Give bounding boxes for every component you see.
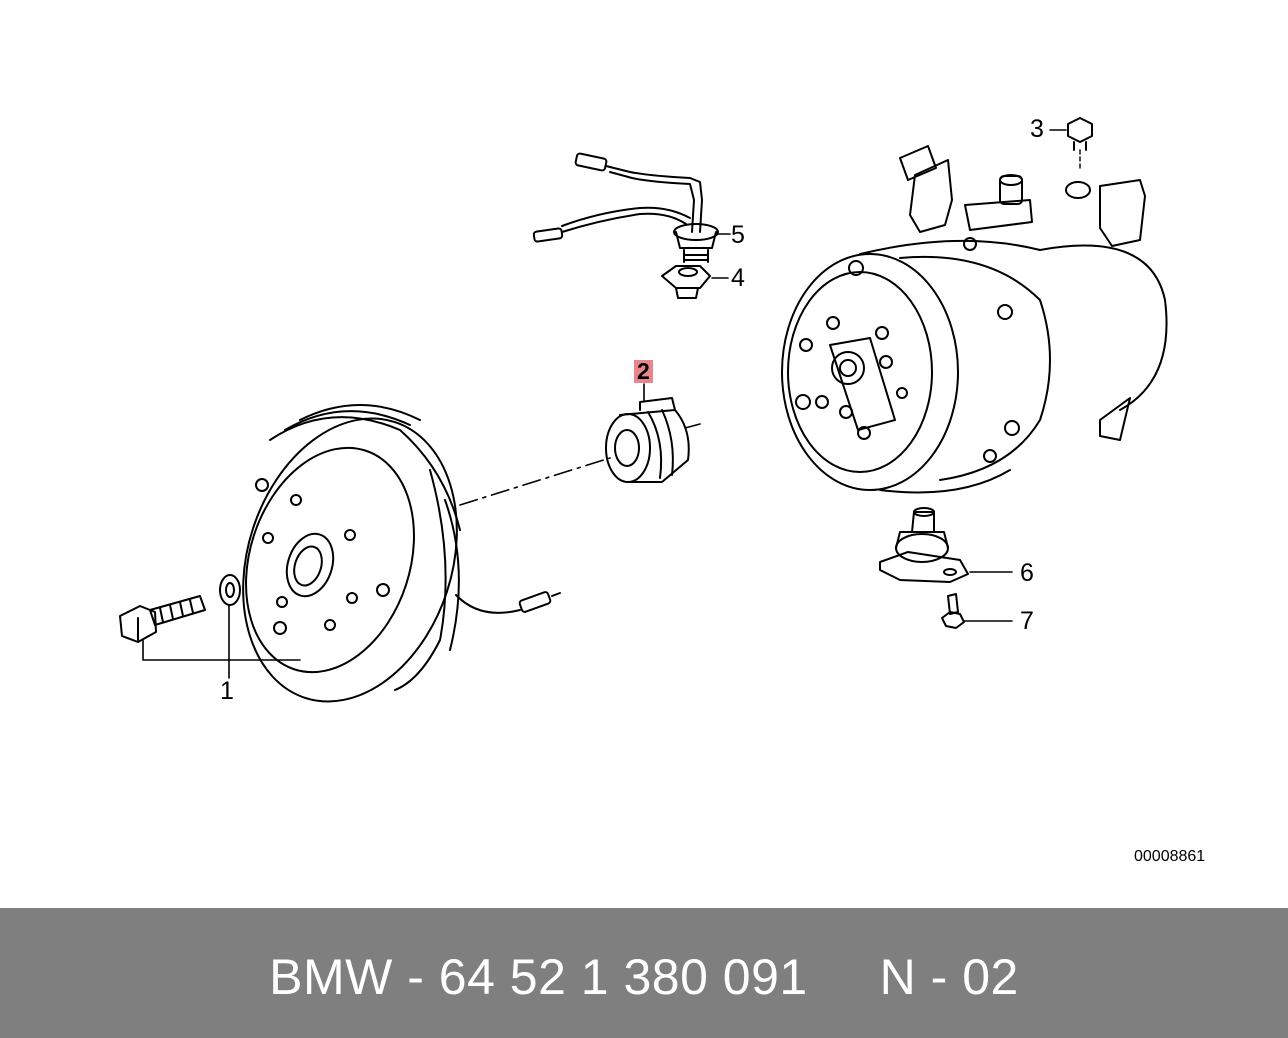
part-3-bolt bbox=[1049, 117, 1093, 171]
part-number-banner: BMW - 64 52 1 380 091 N - 02 bbox=[0, 908, 1288, 1038]
clutch-pulley bbox=[119, 404, 561, 703]
part-2-bearing bbox=[605, 383, 690, 483]
part-4-nut bbox=[661, 265, 729, 299]
callout-6: 6 bbox=[1020, 559, 1034, 587]
part-7-screw bbox=[941, 593, 1013, 629]
part-number-text: BMW - 64 52 1 380 091 N - 02 bbox=[269, 949, 1019, 1005]
callout-7: 7 bbox=[1020, 607, 1034, 635]
assembly-axis-line bbox=[459, 423, 701, 506]
drawing-number: 00008861 bbox=[1134, 848, 1206, 865]
part-6-mount bbox=[879, 507, 1013, 583]
callout-3: 3 bbox=[1030, 115, 1044, 143]
callout-4: 4 bbox=[731, 264, 745, 292]
callout-2: 2 bbox=[634, 360, 653, 383]
callout-5: 5 bbox=[731, 221, 745, 249]
parts-diagram: 1 2 3 4 5 6 7 00008861 bbox=[119, 115, 1206, 865]
part-5-switch bbox=[532, 152, 731, 263]
diagram-drawing bbox=[119, 117, 1168, 703]
callout-1: 1 bbox=[220, 677, 234, 705]
ac-compressor bbox=[781, 145, 1168, 494]
